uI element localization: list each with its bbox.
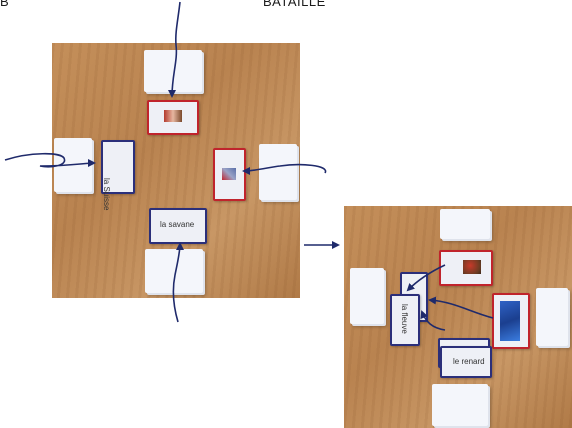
arrow-left [4, 152, 96, 168]
card-faceup-right [492, 293, 530, 349]
arrow-right [242, 163, 327, 175]
table-photo-detail: la fleuve le renard [344, 206, 572, 428]
arrow-detail-1 [406, 264, 446, 292]
card-stack-top [440, 209, 490, 239]
card-stack-right [259, 144, 297, 200]
card-faceup-right [213, 148, 246, 201]
card-label-bottom: la savane [160, 220, 195, 229]
card-picture [164, 110, 182, 122]
card-played-left: la fleuve [390, 294, 420, 346]
arrow-top [168, 1, 181, 98]
arrow-detail-2 [428, 296, 494, 319]
card-faceup-top [147, 100, 199, 135]
card-picture [463, 260, 481, 274]
card-label-bottom: le renard [453, 357, 485, 366]
header-fragment: B [0, 0, 10, 9]
table-photo-main: la Suisse la savane [52, 43, 300, 298]
card-faceup-top [439, 250, 493, 286]
card-stack-right [536, 288, 568, 346]
arrow-bottom [172, 242, 184, 323]
card-picture [222, 168, 236, 180]
header-title: BATAILLE [263, 0, 326, 9]
card-faceup-bottom: la savane [149, 208, 207, 244]
card-stack-bottom [432, 384, 488, 426]
arrow-detail-3 [420, 310, 446, 331]
card-faceup-left: la Suisse [101, 140, 135, 210]
card-played-bottom: le renard [440, 346, 492, 378]
card-stack-left [350, 268, 384, 324]
card-picture [500, 301, 520, 341]
